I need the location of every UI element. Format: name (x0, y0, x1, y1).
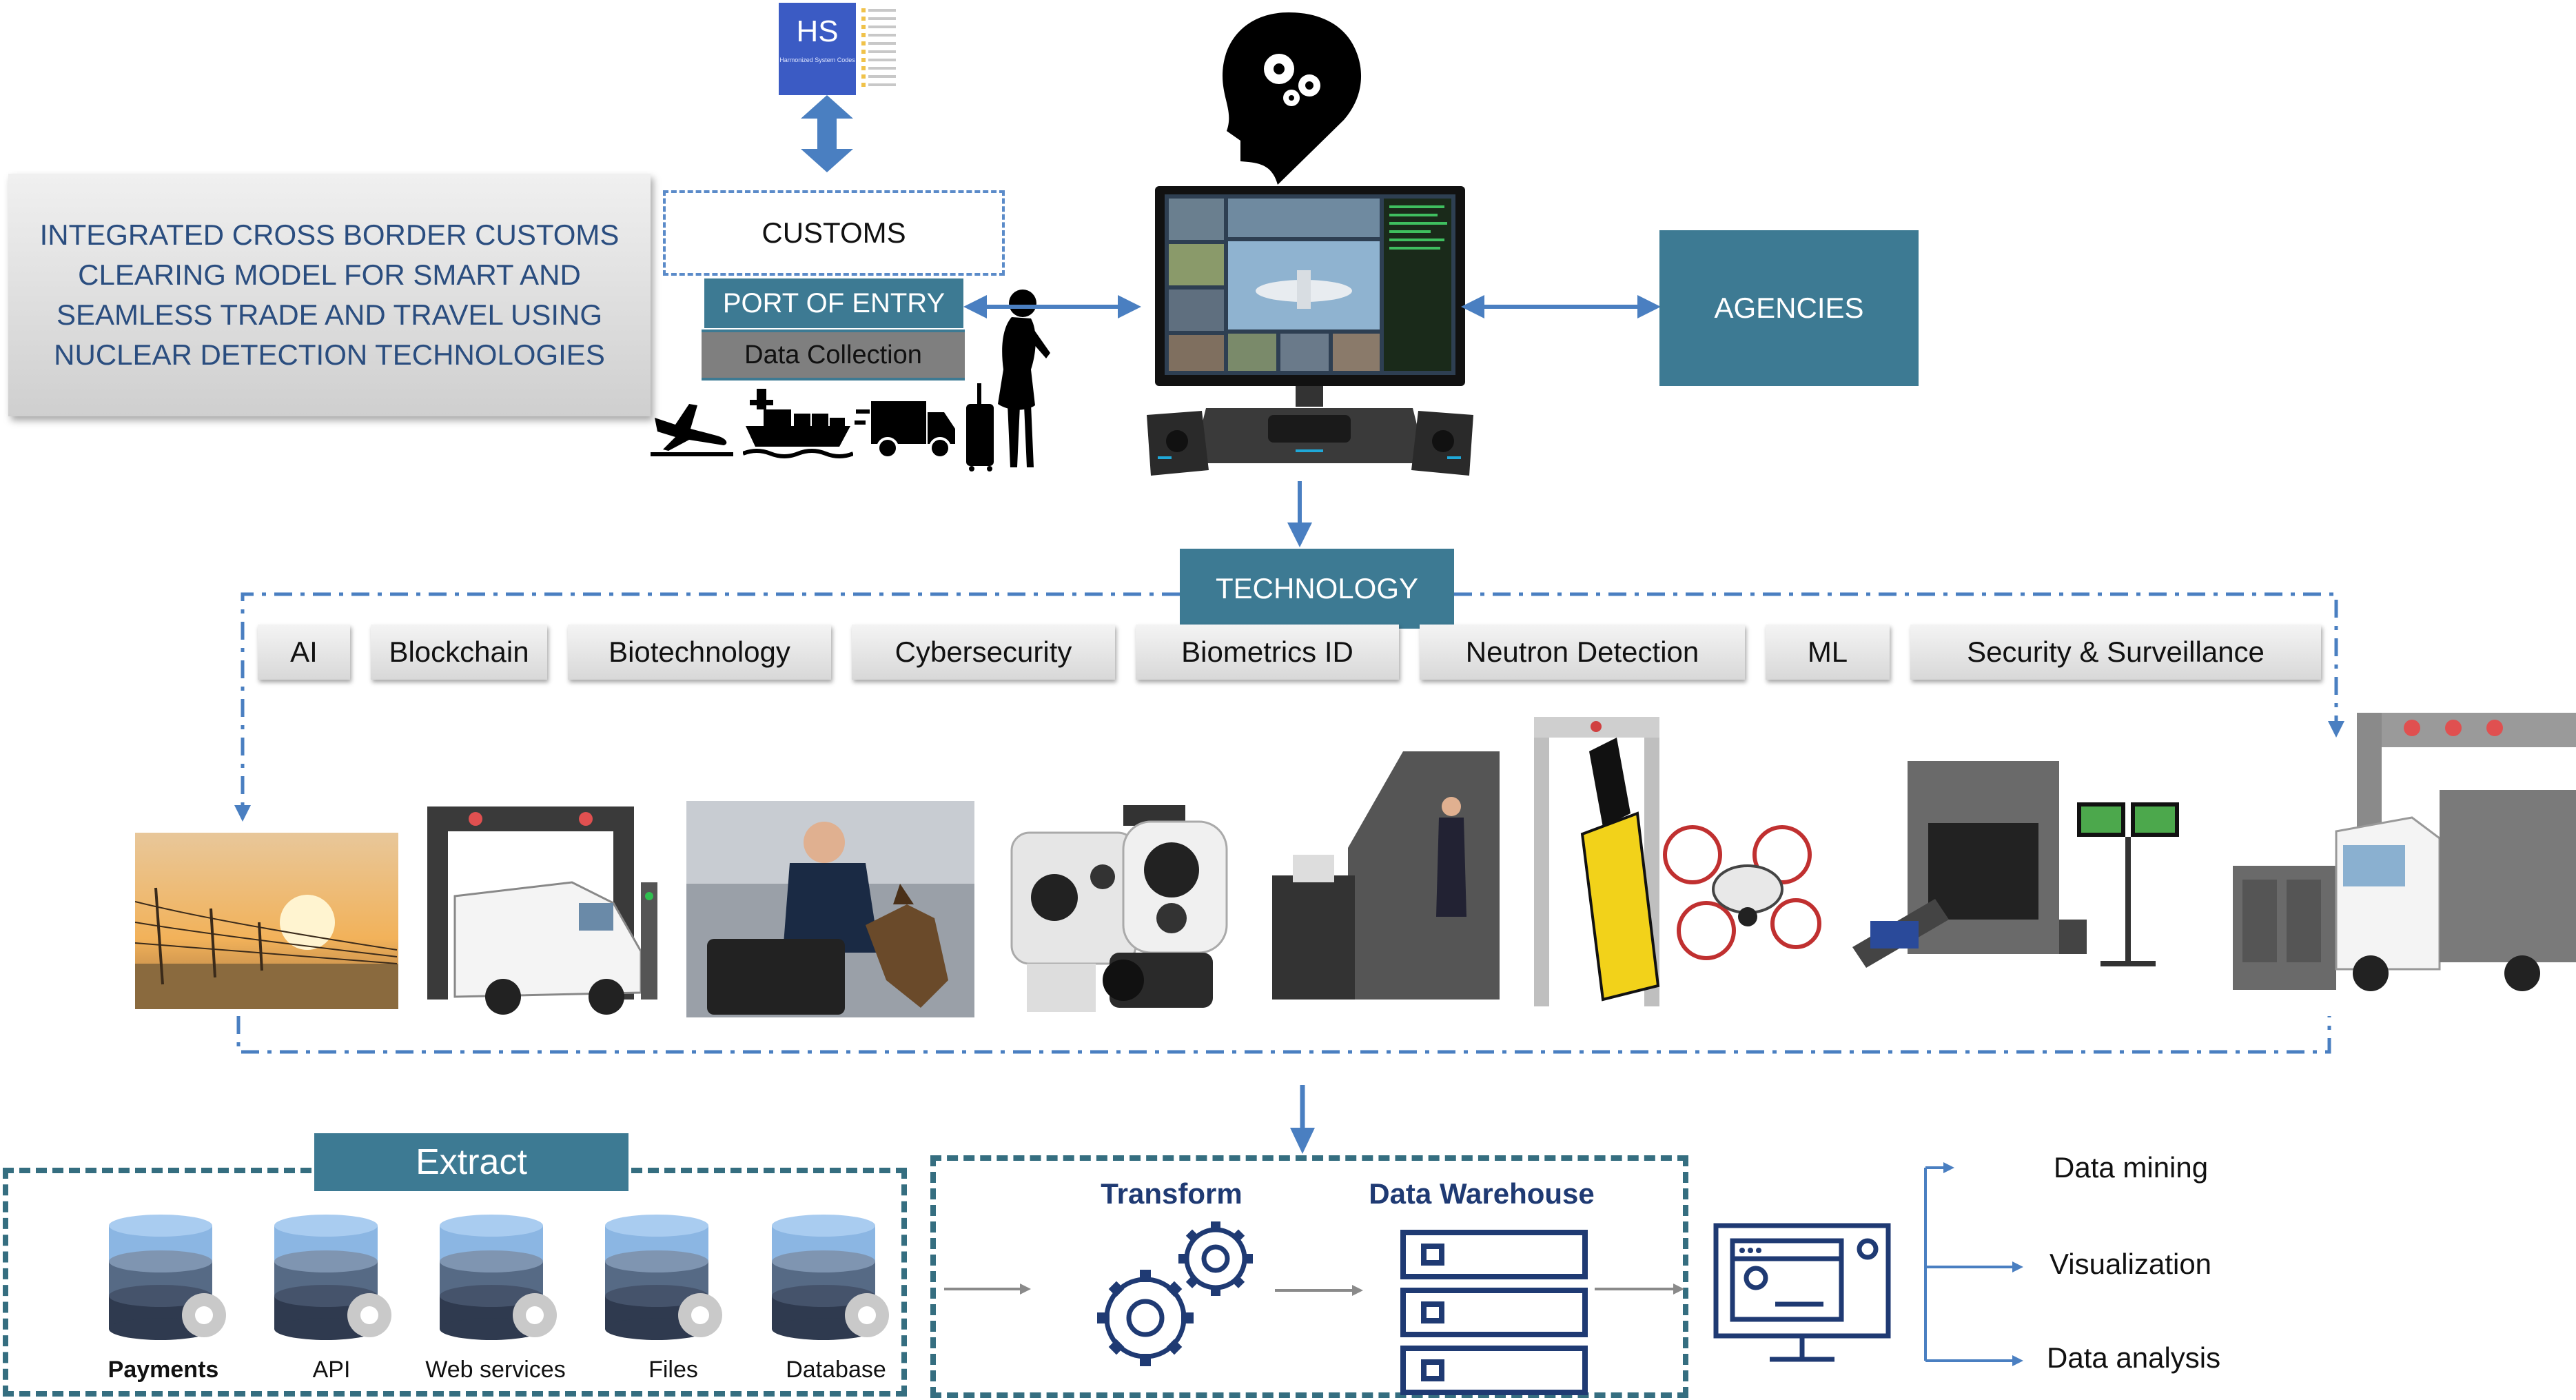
agencies-box: AGENCIES (1659, 230, 1919, 386)
port-monitor-double-arrow (963, 295, 1141, 318)
k9-inspection-photo (686, 801, 974, 1017)
tech-chip-biotechnology: Biotechnology (568, 625, 831, 680)
airplane-icon (651, 404, 733, 456)
traveler-with-luggage-icon (966, 290, 1050, 471)
transform-gears-icon (1097, 1221, 1253, 1366)
source-label-api: API (312, 1357, 351, 1383)
source-label-web-services: Web services (425, 1357, 566, 1383)
data-collection-label: Data Collection (744, 340, 922, 369)
model-title-panel: INTEGRATED CROSS BORDER CUSTOMS CLEARING… (8, 174, 651, 416)
technology-etl-arrow (1290, 1085, 1315, 1154)
tech-chip-label: Blockchain (389, 636, 529, 668)
central-control-monitor (1147, 186, 1473, 476)
monitor-technology-arrow (1287, 481, 1312, 547)
customs-box: CUSTOMS (663, 190, 1005, 276)
analytics-monitor-icon (1713, 1223, 1891, 1362)
tech-chip-label: Neutron Detection (1465, 636, 1699, 668)
customs-label: CUSTOMS (761, 216, 906, 249)
extract-title-box: Extract (314, 1133, 628, 1191)
database-icon (772, 1215, 889, 1340)
tech-chip-label: Biometrics ID (1181, 636, 1353, 668)
tech-chip-label: Cybersecurity (895, 636, 1072, 668)
tech-chip-label: AI (290, 636, 318, 668)
hs-logo-text: HS (796, 14, 838, 48)
data-warehouse-server-icon (1400, 1230, 1588, 1395)
transform-title: Transform (1101, 1177, 1243, 1210)
tech-chip-security-surveillance: Security & Surveillance (1910, 625, 2321, 680)
output-data-mining: Data mining (2054, 1151, 2209, 1184)
ai-brain-head-icon (1223, 12, 1362, 185)
web-services-database-icon (440, 1215, 557, 1340)
payments-database-icon (109, 1215, 226, 1340)
tech-chip-neutron-detection: Neutron Detection (1420, 625, 1745, 680)
tech-chip-label: Biotechnology (609, 636, 790, 668)
port-of-entry-label: PORT OF ENTRY (722, 287, 945, 318)
xray-baggage-scanner (1852, 761, 2179, 968)
port-of-entry-box: PORT OF ENTRY (704, 278, 963, 328)
output-branch-arrows (1924, 1162, 2023, 1366)
technology-box: TECHNOLOGY (1180, 549, 1454, 629)
cargo-ship-icon (743, 389, 853, 458)
output-visualization: Visualization (2049, 1248, 2212, 1280)
tech-chip-ai: AI (258, 625, 350, 680)
source-label-database: Database (786, 1357, 886, 1383)
monitor-agencies-double-arrow (1461, 295, 1661, 318)
tech-chip-cybersecurity: Cybersecurity (852, 625, 1115, 680)
model-title: INTEGRATED CROSS BORDER CUSTOMS CLEARING… (39, 219, 620, 371)
border-fence-photo (135, 833, 398, 1009)
transform-frame (930, 1155, 1688, 1398)
data-collection-box: Data Collection (702, 329, 965, 381)
body-scanner-metal-detector-drone (1272, 717, 1821, 1006)
files-database-icon (605, 1215, 722, 1340)
vehicle-scanner-gate (427, 806, 657, 1015)
tech-chip-biometrics-id: Biometrics ID (1136, 625, 1399, 680)
delivery-truck-icon (855, 401, 955, 459)
output-data-analysis: Data analysis (2047, 1341, 2221, 1374)
truck-scanner-portal (2233, 713, 2576, 991)
hs-customs-double-arrow (801, 95, 853, 172)
hs-logo-subtext: Harmonized System Codes (779, 57, 855, 63)
hs-codes-logo: HS Harmonized System Codes (779, 3, 903, 95)
tech-chip-blockchain: Blockchain (371, 625, 547, 680)
tech-chip-ml: ML (1766, 625, 1890, 680)
extract-title: Extract (416, 1142, 527, 1182)
data-warehouse-title: Data Warehouse (1369, 1177, 1595, 1210)
agencies-label: AGENCIES (1714, 292, 1864, 324)
thermal-cameras (1010, 805, 1228, 1012)
tech-chip-label: Security & Surveillance (1967, 636, 2265, 668)
technology-label: TECHNOLOGY (1215, 572, 1419, 605)
source-label-files: Files (648, 1357, 698, 1383)
tech-chip-label: ML (1807, 636, 1848, 668)
api-database-icon (274, 1215, 391, 1340)
source-label-payments: Payments (108, 1357, 219, 1383)
